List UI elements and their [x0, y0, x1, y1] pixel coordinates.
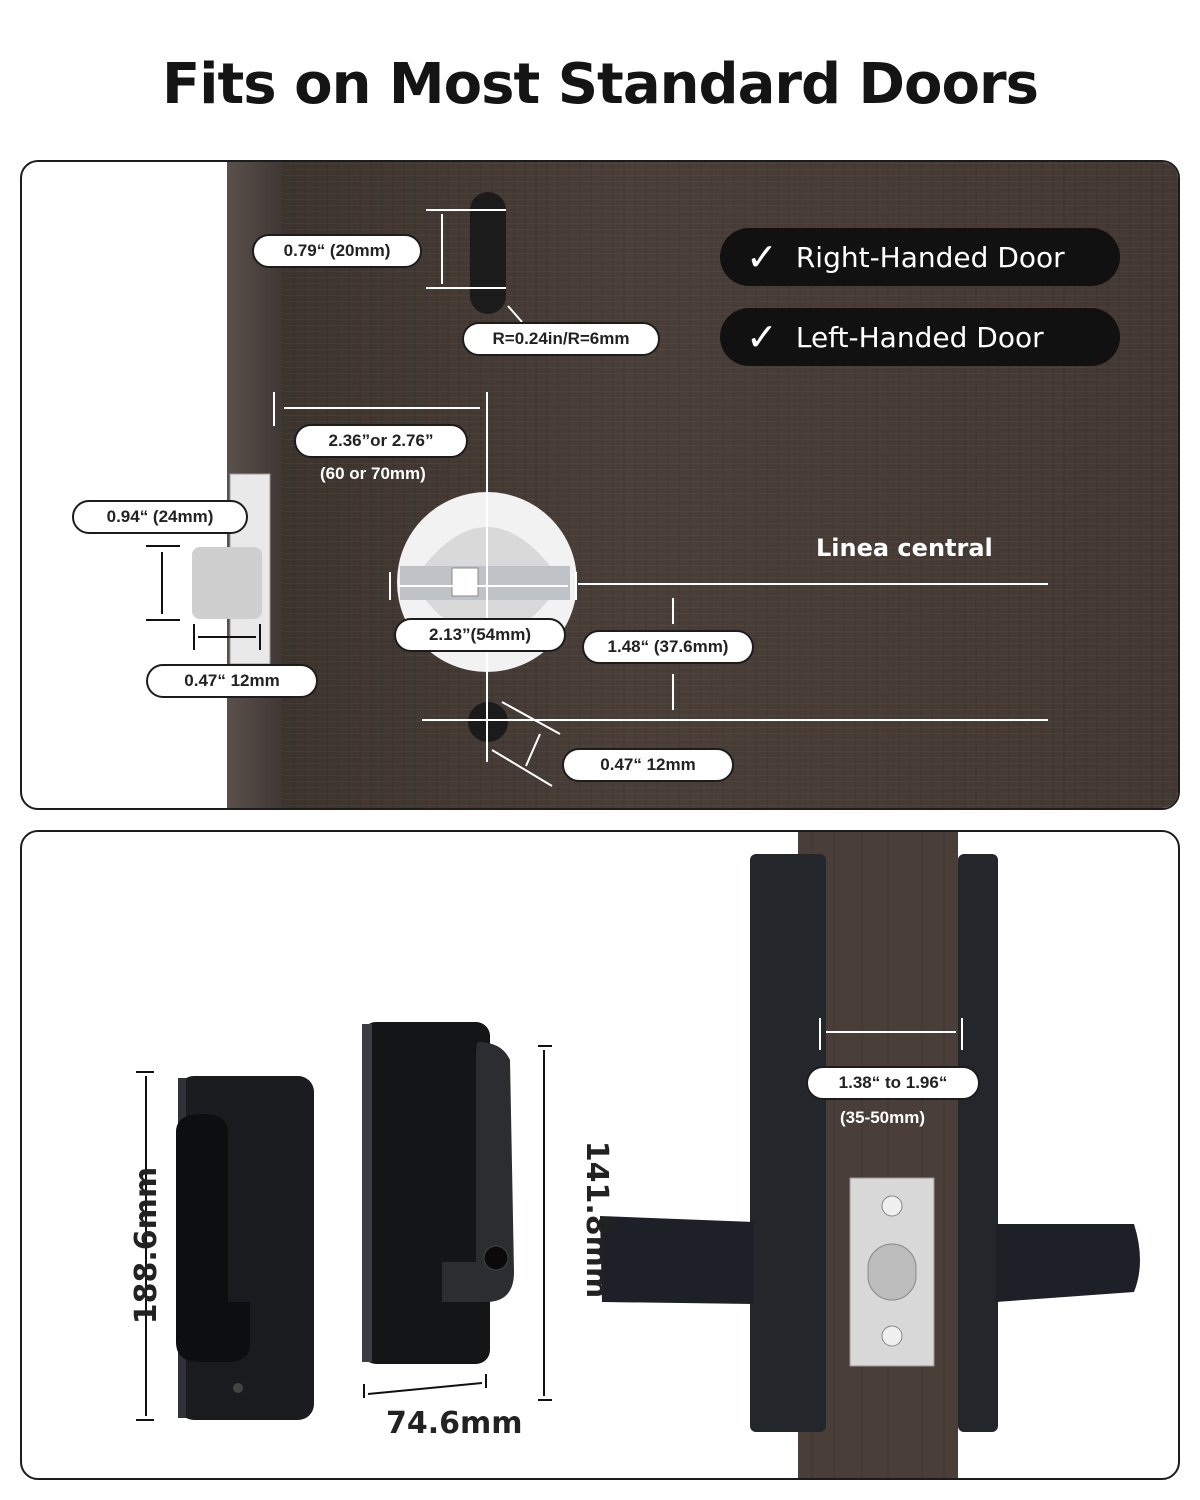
- radius-label: R=0.24in/R=6mm: [462, 322, 660, 356]
- outside-unit: [362, 1022, 490, 1364]
- inside-housing-side: [750, 854, 826, 1432]
- lock-dimensions-panel: 188.6mm 141.8mm 74.6mm 1.38“ to 1.96“ (3…: [20, 830, 1180, 1480]
- left-handed-badge: ✓ Left-Handed Door: [720, 308, 1120, 366]
- outside-width-label: 74.6mm: [386, 1406, 523, 1441]
- fingerprint-sensor: [483, 1245, 509, 1271]
- backset-metric-label: (60 or 70mm): [320, 464, 426, 483]
- center-line-label: Linea central: [816, 534, 993, 562]
- page-title: Fits on Most Standard Doors: [162, 52, 1039, 117]
- inside-height-label: 188.6mm: [129, 1166, 165, 1325]
- backset-label: 2.36”or 2.76”: [294, 424, 468, 458]
- inside-thumbturn: [176, 1114, 250, 1362]
- latch-bolt: [192, 547, 262, 619]
- right-handed-badge: ✓ Right-Handed Door: [720, 228, 1120, 286]
- door-dimensions-panel: 0.79“ (20mm) R=0.24in/R=6mm 2.36”or 2.76…: [20, 160, 1180, 810]
- center-offset-label: 1.48“ (37.6mm): [582, 630, 754, 664]
- latch-depth-label: 0.47“ 12mm: [146, 664, 318, 698]
- door-thickness-label: 1.38“ to 1.96“: [806, 1066, 980, 1100]
- door-thickness-metric-label: (35-50mm): [840, 1108, 926, 1127]
- inside-lever: [600, 1216, 754, 1304]
- upper-slot-hole: [470, 192, 506, 314]
- latch-face-height-label: 0.94“ (24mm): [72, 500, 248, 534]
- bore-diameter-label: 2.13”(54mm): [394, 618, 566, 652]
- lower-hole-label: 0.47“ 12mm: [562, 748, 734, 782]
- latch-plate-inner: [400, 566, 570, 600]
- hole-height-label: 0.79“ (20mm): [252, 234, 422, 268]
- outside-housing-side: [958, 854, 998, 1432]
- check-icon: ✓: [746, 235, 778, 279]
- door-diagram-lines: [146, 192, 1048, 787]
- outside-height-label: 141.8mm: [579, 1140, 615, 1299]
- check-icon: ✓: [746, 315, 778, 359]
- lock-diagram: [136, 832, 1140, 1478]
- outside-lever: [996, 1224, 1140, 1302]
- latch-spindle: [451, 567, 479, 597]
- outside-handle: [442, 1042, 514, 1302]
